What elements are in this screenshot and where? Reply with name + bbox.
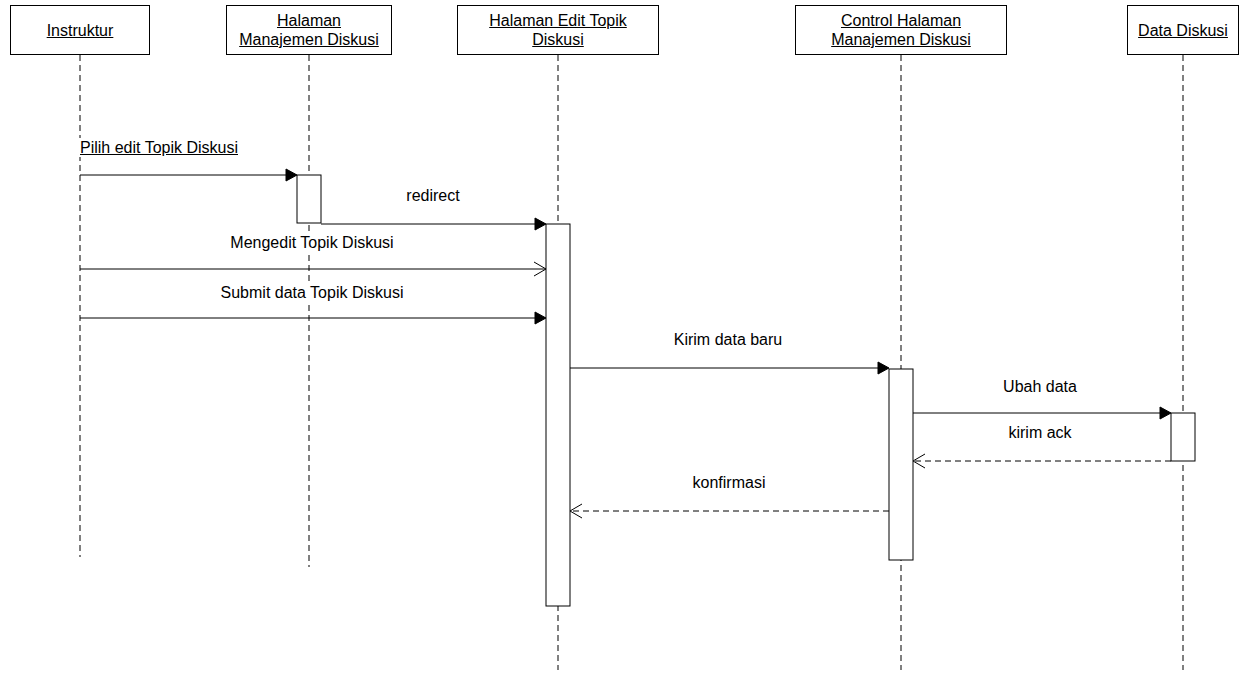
message-label: kirim ack — [1006, 423, 1073, 442]
message-line — [80, 175, 296, 176]
lifeline — [309, 55, 310, 567]
message-label: Ubah data — [1001, 377, 1079, 396]
lifeline-header: Control Halaman Manajemen Diskusi — [795, 5, 1007, 55]
message-arrow — [80, 169, 297, 181]
lifeline-header: Halaman Edit Topik Diskusi — [457, 5, 659, 55]
lifeline-header: Instruktur — [10, 5, 150, 55]
return-message — [570, 504, 889, 518]
message-label: Pilih edit Topik Diskusi — [78, 138, 240, 157]
arrowhead — [534, 262, 546, 276]
message-line — [570, 368, 888, 369]
message-label: Mengedit Topik Diskusi — [228, 233, 395, 252]
arrowhead — [535, 312, 546, 324]
message-label: Kirim data baru — [672, 330, 785, 349]
activation-bar — [297, 175, 321, 223]
header-text-group: Halaman Manajemen Diskusi — [227, 11, 391, 49]
message-label: konfirmasi — [691, 473, 768, 492]
header-text-group: Instruktur — [41, 21, 120, 40]
message-label: redirect — [404, 186, 461, 205]
header-text-group: Halaman Edit Topik Diskusi — [458, 11, 658, 49]
message-arrow — [913, 407, 1171, 419]
arrowhead — [913, 454, 925, 468]
arrowhead — [1160, 407, 1171, 419]
message-line — [80, 318, 545, 319]
arrowhead — [535, 218, 546, 230]
message-arrow — [321, 218, 546, 230]
arrowhead — [570, 504, 582, 518]
lifeline-name: Instruktur — [41, 21, 120, 40]
header-text-group: Control Halaman Manajemen Diskusi — [796, 11, 1006, 49]
lifeline — [1183, 55, 1184, 670]
message-label: Submit data Topik Diskusi — [219, 283, 406, 302]
lifeline-header: Halaman Manajemen Diskusi — [226, 5, 392, 55]
lifeline-name: Halaman Edit Topik Diskusi — [458, 11, 658, 49]
lifeline-name: Control Halaman Manajemen Diskusi — [796, 11, 1006, 49]
arrowhead — [286, 169, 297, 181]
lifeline — [901, 55, 902, 670]
message-line — [913, 413, 1170, 414]
return-message — [913, 454, 1171, 468]
header-text-group: Data Diskusi — [1132, 21, 1234, 40]
message-arrow — [570, 362, 889, 374]
lifeline-header: Data Diskusi — [1127, 5, 1239, 55]
message-arrow — [80, 312, 546, 324]
message-line — [570, 511, 889, 512]
lifeline-name: Halaman Manajemen Diskusi — [227, 11, 391, 49]
activation-bar — [546, 224, 570, 606]
activation-bar — [889, 369, 913, 560]
message-line — [80, 269, 546, 270]
activation-bar — [1171, 413, 1195, 461]
message-arrow — [80, 262, 546, 276]
lifeline — [80, 55, 81, 557]
lifeline-name: Data Diskusi — [1132, 21, 1234, 40]
arrowhead — [878, 362, 889, 374]
message-line — [913, 461, 1171, 462]
message-line — [321, 224, 545, 225]
